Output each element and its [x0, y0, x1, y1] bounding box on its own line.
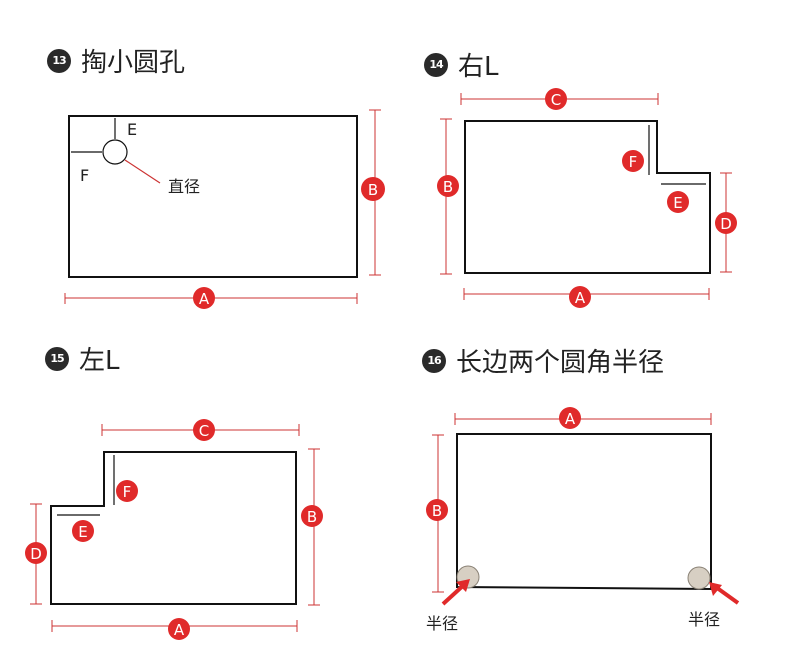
badge-a-label: A	[565, 410, 576, 428]
label-diameter: 直径	[168, 177, 200, 196]
badge-d	[715, 212, 737, 234]
section-title: 左L	[79, 346, 120, 376]
arrow-left-icon	[441, 579, 470, 606]
badge-a	[569, 286, 591, 308]
badge-b	[361, 177, 385, 201]
badge-b	[437, 175, 459, 197]
badge-d-label: D	[720, 215, 732, 233]
heading-15: 15 左L	[45, 340, 120, 377]
panel-outline	[456, 433, 712, 591]
hole-circle	[102, 139, 128, 165]
badge-c	[193, 419, 215, 441]
arrow-right-icon	[709, 582, 740, 605]
panel-outline	[50, 451, 297, 605]
diagram-15-left-l: C B D F E A	[25, 419, 323, 640]
badge-a	[559, 407, 581, 429]
diagram-16-corner-radius: 半径 半径 A B	[426, 407, 740, 633]
badge-e	[72, 520, 94, 542]
badge-a-label: A	[199, 290, 210, 308]
section-number-badge: 14	[424, 52, 448, 77]
badge-e-label: E	[78, 523, 87, 541]
badge-f	[622, 150, 644, 172]
badge-a-label: A	[575, 289, 586, 307]
badge-b-label: B	[368, 181, 378, 199]
badge-f	[116, 480, 138, 502]
badge-e	[667, 191, 689, 213]
section-number-badge: 13	[47, 48, 71, 73]
panel-outline	[464, 120, 711, 274]
section-number-badge: 16	[422, 348, 446, 373]
badge-b-label: B	[432, 502, 442, 520]
badge-d	[25, 542, 47, 564]
badge-a	[193, 287, 215, 309]
badge-b-label: B	[443, 178, 453, 196]
section-number-badge: 15	[45, 346, 69, 371]
label-radius-right: 半径	[688, 610, 720, 629]
badge-c-label: C	[551, 91, 561, 109]
section-title: 右L	[458, 52, 499, 82]
badge-e-label: E	[673, 194, 682, 212]
label-f: F	[80, 166, 89, 185]
badge-b-label: B	[307, 508, 317, 526]
heading-13: 13 掏小圆孔	[47, 42, 185, 79]
heading-16: 16 长边两个圆角半径	[422, 342, 664, 379]
badge-c-label: C	[199, 422, 209, 440]
badge-f-label: F	[123, 483, 132, 501]
panel-outline	[68, 115, 358, 278]
badge-b	[301, 505, 323, 527]
label-radius-left: 半径	[426, 614, 458, 633]
label-e: E	[127, 120, 137, 139]
badge-a	[168, 618, 190, 640]
diagram-14-right-l: C B D F E A	[437, 88, 737, 308]
diagram-13-small-hole: E F 直径 A B	[64, 109, 385, 309]
badge-c	[545, 88, 567, 110]
section-title: 长边两个圆角半径	[456, 348, 665, 378]
heading-14: 14 右L	[424, 46, 499, 83]
badge-a-label: A	[174, 621, 185, 639]
badge-d-label: D	[30, 545, 42, 563]
right-corner-radius	[687, 566, 711, 590]
badge-f-label: F	[629, 153, 638, 171]
section-title: 掏小圆孔	[81, 48, 186, 78]
diameter-leader	[124, 159, 161, 184]
badge-b	[426, 499, 448, 521]
